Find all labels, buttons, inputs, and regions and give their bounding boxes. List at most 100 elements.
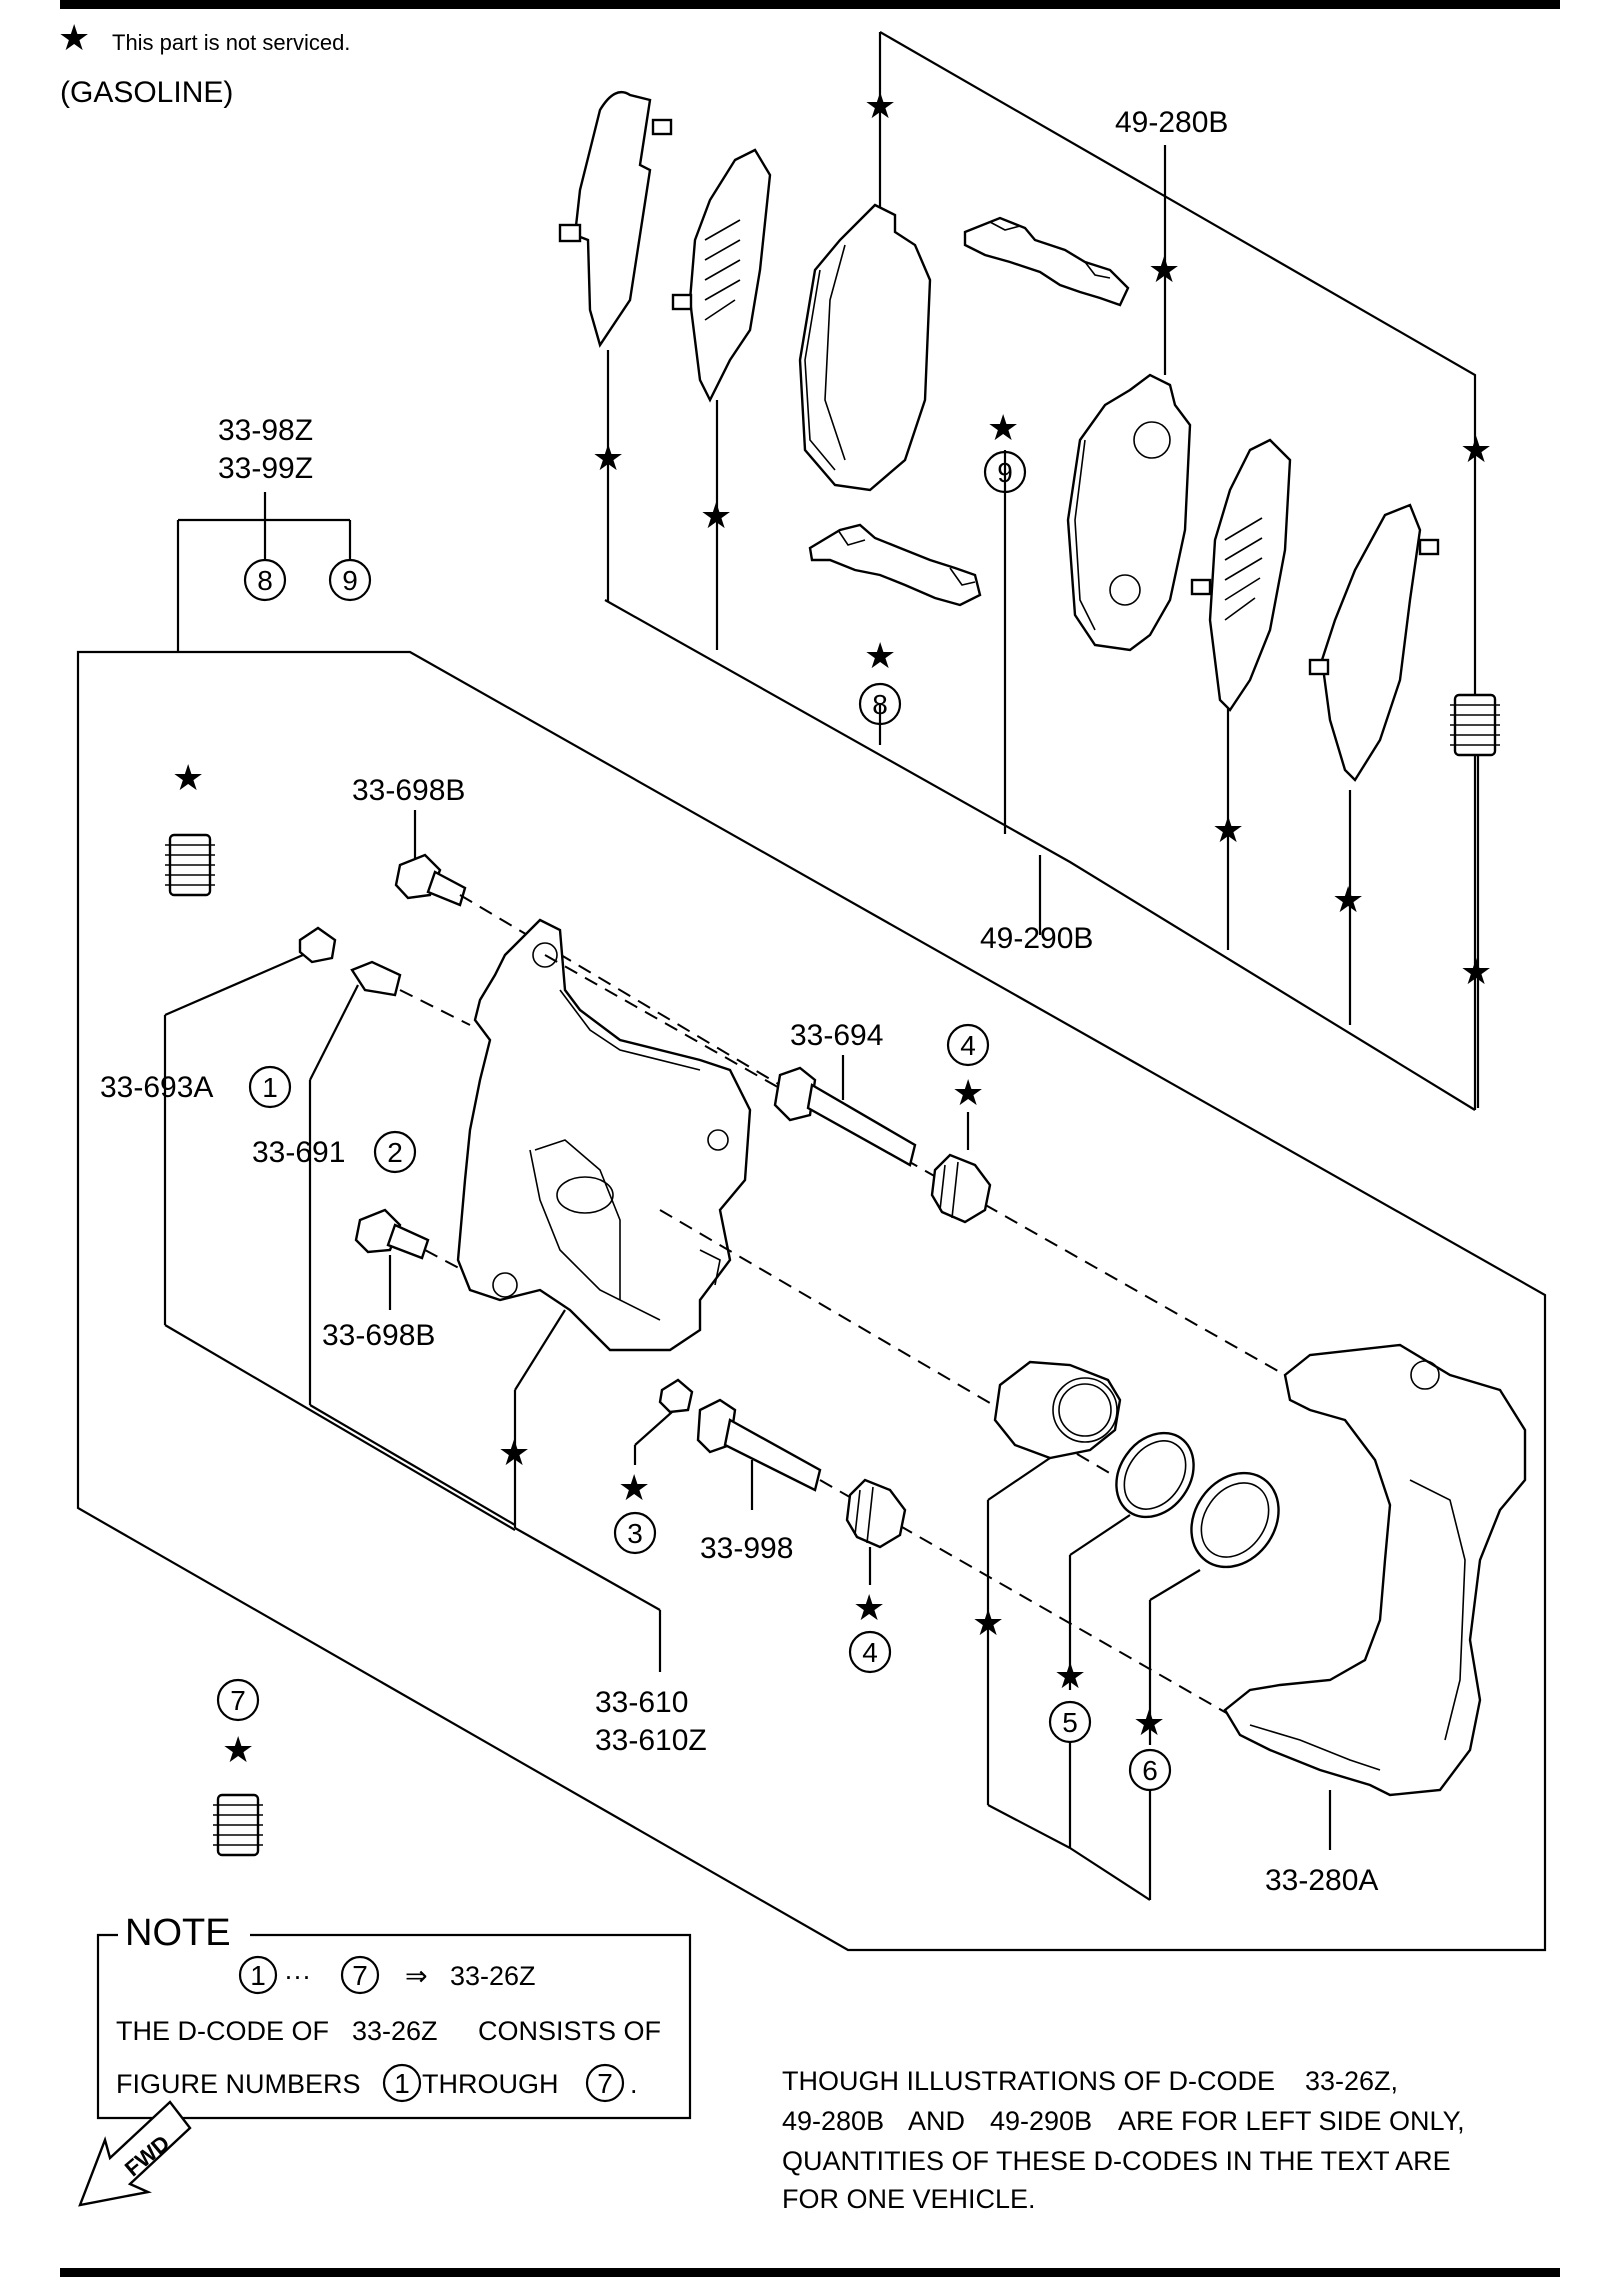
inner-brake-pad [1066,373,1192,652]
guide-bolt-top [394,853,467,907]
svg-text:6: 6 [1142,1755,1158,1786]
note-dots: ··· [284,1961,311,1991]
inner-shim-plate-2 [1190,438,1292,712]
callout-4-upper: 4 [946,1023,990,1067]
outer-shim-plate-2 [1308,503,1440,782]
caliper-piston [993,1360,1122,1460]
shim-pack-icon [1450,693,1500,757]
note-circle-1b: 1 [382,2063,422,2103]
callout-4-lower: 4 [848,1630,892,1674]
not-serviced-star-icon: ★ [618,1468,650,1509]
not-serviced-star-icon: ★ [1460,952,1492,993]
part-label-33-691: 33-691 [252,1136,345,1169]
part-label-49-280b: 49-280B [1115,106,1228,139]
bleeder-cap [298,926,337,964]
note-code: 33-26Z [450,1961,536,1991]
outer-brake-pad [798,203,932,492]
shim-pack-icon-bottom [213,1793,263,1857]
not-serviced-star-icon: ★ [853,1588,885,1629]
cap-leader [163,953,516,1531]
callout-6: 6 [1128,1748,1172,1792]
footnote: THOUGH ILLUSTRATIONS OF D-CODE 33-26Z, 4… [782,2066,1465,2214]
not-serviced-star-icon: ★ [864,636,896,677]
not-serviced-star-icon: ★ [1460,430,1492,471]
svg-text:1: 1 [250,1960,266,1991]
svg-text:2: 2 [387,1137,403,1168]
callout-8-lower: 8 [858,682,902,726]
svg-text:4: 4 [960,1030,976,1061]
svg-text:9: 9 [997,457,1013,488]
note-line2-b: CONSISTS OF [478,2016,661,2046]
legend-star-icon: ★ [58,18,90,59]
pad-kit-frame [604,31,1480,1111]
note-line2-code: 33-26Z [352,2016,438,2046]
guide-pin-upper [773,1066,917,1167]
svg-text:7: 7 [352,1960,368,1991]
note-line2-a: THE D-CODE OF [116,2016,329,2046]
part-label-33-998: 33-998 [700,1532,793,1565]
svg-text:8: 8 [257,565,273,596]
pin-boot-lower [845,1478,907,1549]
footnote-line2-code2: 49-290B [990,2106,1092,2136]
svg-text:8: 8 [872,689,888,720]
footnote-line2-and: AND [908,2106,965,2136]
not-serviced-star-icon: ★ [172,758,204,799]
note-title: NOTE [125,1912,231,1954]
not-serviced-star-icon: ★ [592,438,624,479]
shim-pack-icon-left [165,833,215,897]
note-arrow: ⇒ [405,1961,428,1991]
note-box: NOTE 1 ··· 7 ⇒ 33-26Z THE D-CODE OF 33-2… [96,1912,692,2120]
svg-text:1: 1 [262,1072,278,1103]
note-line3-end: . [630,2069,638,2099]
clip-bracket [176,492,352,652]
pad-clip-upper [963,216,1130,307]
callout-7: 7 [216,1678,260,1722]
callout-5: 5 [1048,1700,1092,1744]
piston-dust-boot [1190,1471,1280,1569]
footnote-line3: QUANTITIES OF THESE D-CODES IN THE TEXT … [782,2146,1451,2176]
svg-text:1: 1 [394,2068,410,2099]
svg-text:7: 7 [230,1685,246,1716]
not-serviced-star-icon: ★ [1212,810,1244,851]
outer-shim-plate [558,90,673,348]
footnote-line1-code: 33-26Z, [1305,2066,1398,2096]
not-serviced-star-icon: ★ [222,1730,254,1771]
part-label-33-98z: 33-98Z [218,414,313,447]
part-label-33-698b-bottom: 33-698B [322,1319,435,1352]
guide-bolt-bottom [354,1208,430,1260]
not-serviced-star-icon: ★ [1054,1656,1086,1697]
note-circle-1: 1 [238,1955,278,1995]
footnote-line4: FOR ONE VEHICLE. [782,2184,1036,2214]
footnote-line1-a: THOUGH ILLUSTRATIONS OF D-CODE [782,2066,1275,2096]
not-serviced-star-icon: ★ [952,1073,984,1114]
footnote-line2-code1: 49-280B [782,2106,884,2136]
piston-seal [1115,1431,1195,1519]
caliper-assembly-frame [76,650,1547,1952]
part-label-33-280a: 33-280A [1265,1864,1378,1897]
part-label-33-694: 33-694 [790,1019,883,1052]
svg-text:4: 4 [862,1637,878,1668]
top-border [60,0,1560,9]
footnote-line2-b: ARE FOR LEFT SIDE ONLY, [1118,2106,1465,2136]
svg-text:3: 3 [627,1518,643,1549]
svg-text:5: 5 [1062,1707,1078,1738]
callout-9-upper: 9 [983,450,1027,494]
part-label-33-698b-top: 33-698B [352,774,465,807]
legend-text: This part is not serviced. [112,30,350,55]
not-serviced-star-icon: ★ [864,86,896,127]
note-line3-a: FIGURE NUMBERS [116,2069,361,2099]
bleeder-leader [308,984,516,1526]
part-label-33-693a: 33-693A [100,1071,213,1104]
callout-1: 1 [248,1065,292,1109]
part-label-33-610: 33-610 [595,1686,688,1719]
guide-pin-lower [696,1398,822,1492]
callout-8: 8 [243,558,287,602]
pin-sleeve-ring [658,1378,694,1414]
svg-text:7: 7 [597,2068,613,2099]
caliper-body [456,918,752,1352]
pad-clip-lower [808,523,982,607]
not-serviced-star-icon: ★ [700,496,732,537]
callout-2: 2 [373,1130,417,1174]
not-serviced-star-icon: ★ [498,1433,530,1474]
